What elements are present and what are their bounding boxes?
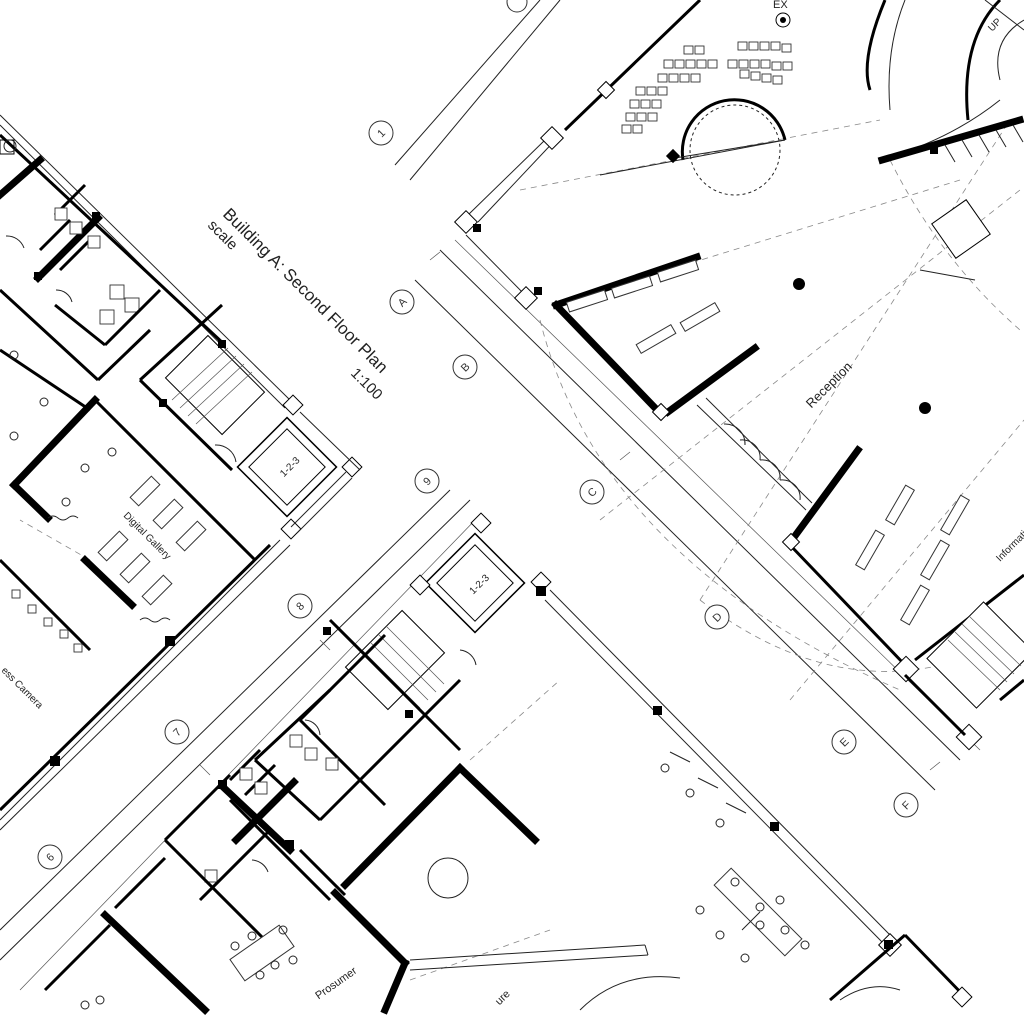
room-label-prosumer: Prosumer: [313, 965, 359, 1002]
room-label-reception: Reception: [803, 359, 855, 411]
auditorium-seats: [621, 41, 793, 134]
room-label-information: Informati: [994, 529, 1024, 564]
grid-bubble-E: E: [831, 729, 857, 755]
grid-bubble-F: F: [893, 792, 919, 818]
drawing-title: Building A: Second Floor Plan: [219, 204, 391, 376]
grid-bubble-8: 8: [287, 593, 313, 619]
west-wing: 1-2-3 Digital Gallery: [0, 114, 363, 831]
grid-bubble-7: 7: [164, 719, 190, 745]
grid-bubble-9: 9: [414, 468, 440, 494]
grid-bubble-C: C: [579, 479, 605, 505]
grid-lines: [0, 0, 1024, 991]
up-label: UP: [986, 16, 1004, 34]
grid-bubble-D: D: [704, 604, 730, 630]
grid-bubble-1: 1: [368, 120, 394, 146]
reception-wing: EX UP: [453, 0, 1024, 751]
exit-label: EX: [773, 0, 788, 11]
grid-bubble-A: A: [389, 289, 415, 315]
grid-bubble-B: B: [452, 354, 478, 380]
grid-bubble-partial: [506, 0, 528, 13]
room-label-camera: ess Camera: [0, 665, 45, 711]
grid-bubbles: A B C D E F 1 9 8 7 6: [37, 0, 919, 870]
room-label-lower: ure: [493, 988, 513, 1008]
grid-bubble-6: 6: [37, 844, 63, 870]
